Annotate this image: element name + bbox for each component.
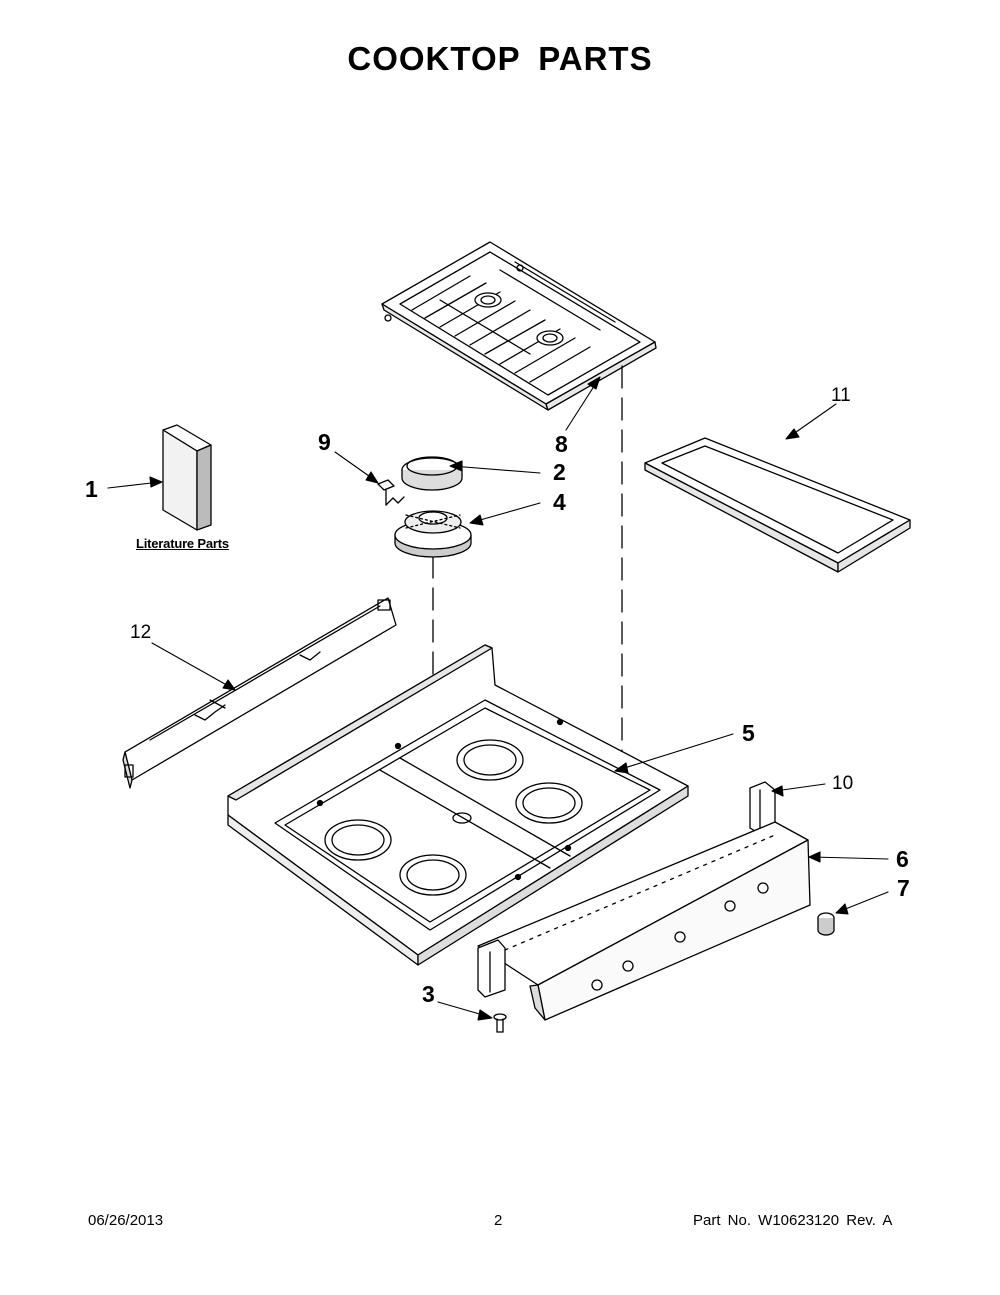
- callout-6: 6: [896, 846, 909, 872]
- footer-date: 06/26/2013: [88, 1212, 164, 1229]
- footer-part-number: Part No. W10623120 Rev. A: [693, 1212, 893, 1229]
- callout-4: 4: [553, 489, 566, 515]
- footer-page-number: 2: [494, 1212, 503, 1229]
- back-panel: [122, 597, 397, 789]
- literature-booklet: [162, 424, 212, 531]
- callout-11: 11: [831, 385, 851, 406]
- callout-7: 7: [897, 875, 910, 901]
- callout-1: 1: [85, 476, 98, 502]
- callout-10: 10: [832, 773, 854, 794]
- knob: [817, 912, 835, 936]
- leveling-screw: [493, 1013, 507, 1033]
- callout-5: 5: [742, 720, 755, 746]
- leader-arrows: [107, 376, 889, 1021]
- cooktop-main-top: [227, 644, 689, 966]
- literature-parts-label: Literature Parts: [136, 536, 229, 551]
- callout-3: 3: [422, 981, 435, 1007]
- callout-2: 2: [553, 459, 566, 485]
- callout-8: 8: [555, 431, 568, 457]
- callout-9: 9: [318, 429, 331, 455]
- burner-base: [394, 510, 472, 558]
- manifold-panel: [477, 821, 811, 1021]
- grate: [381, 241, 657, 411]
- griddle: [644, 437, 911, 573]
- page-title: COOKTOP PARTS: [347, 40, 653, 77]
- callout-12: 12: [130, 622, 152, 643]
- burner-cap: [401, 456, 463, 491]
- igniter-screw: [377, 479, 405, 506]
